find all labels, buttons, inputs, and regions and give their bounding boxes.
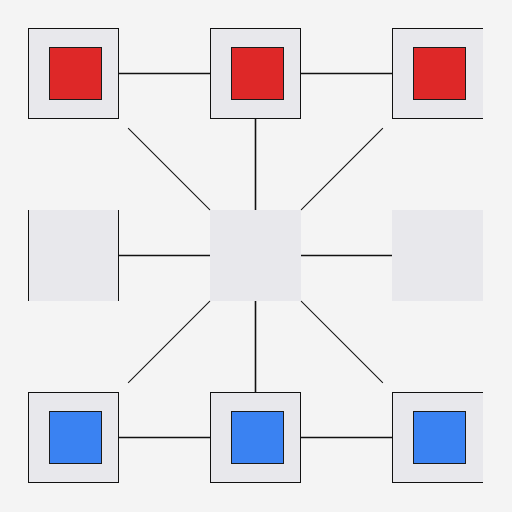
board-cell-2-0[interactable] bbox=[28, 392, 119, 483]
board-cell-0-2[interactable] bbox=[392, 28, 483, 119]
connection-line bbox=[127, 300, 211, 384]
board-cell-0-1[interactable] bbox=[210, 28, 301, 119]
connection-line bbox=[127, 127, 211, 211]
red-piece[interactable] bbox=[49, 47, 102, 100]
board-cell-0-0[interactable] bbox=[28, 28, 119, 119]
board-cell-2-2[interactable] bbox=[392, 392, 483, 483]
blue-piece[interactable] bbox=[49, 411, 102, 464]
board-cell-1-2[interactable] bbox=[392, 210, 483, 301]
board-cell-1-0[interactable] bbox=[28, 210, 119, 301]
red-piece[interactable] bbox=[231, 47, 284, 100]
red-piece[interactable] bbox=[413, 47, 466, 100]
board-cell-1-1[interactable] bbox=[210, 210, 301, 301]
blue-piece[interactable] bbox=[231, 411, 284, 464]
blue-piece[interactable] bbox=[413, 411, 466, 464]
connection-line bbox=[300, 127, 384, 211]
board-cell-2-1[interactable] bbox=[210, 392, 301, 483]
connection-line bbox=[300, 300, 384, 384]
